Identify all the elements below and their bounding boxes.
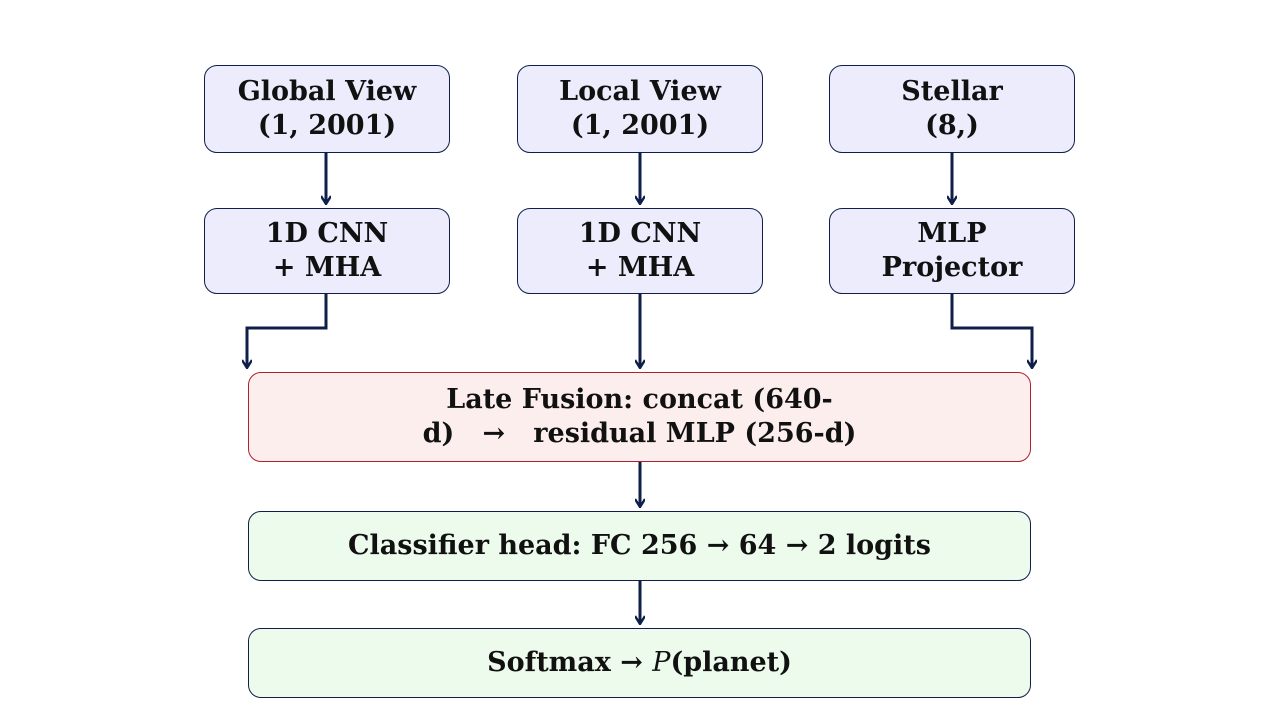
classifier-head-node: Classifier head: FC 256 → 64 → 2 logits: [248, 511, 1031, 581]
stellar-shape: (8,): [925, 110, 979, 141]
cnn-global-line2: + MHA: [272, 252, 382, 283]
stellar-node: Stellar (8,): [829, 65, 1075, 153]
cnn-global-line1: 1D CNN: [265, 218, 389, 249]
late-fusion-node: Late Fusion: concat (640- d) → residual …: [248, 372, 1031, 462]
mlp-projector-line2: Projector: [881, 252, 1023, 283]
mlp-projector-line1: MLP: [917, 218, 987, 249]
cnn-local-node: 1D CNN + MHA: [517, 208, 763, 294]
softmax-node: Softmax → P(planet): [248, 628, 1031, 698]
local-view-title: Local View: [559, 76, 721, 107]
stellar-title: Stellar: [901, 76, 1003, 107]
softmax-suffix: (planet): [670, 647, 792, 678]
global-view-title: Global View: [237, 76, 417, 107]
softmax-label: Softmax → P(planet): [487, 646, 792, 680]
cnn-global-node: 1D CNN + MHA: [204, 208, 450, 294]
cnn-local-line2: + MHA: [585, 252, 695, 283]
global-view-shape: (1, 2001): [257, 110, 397, 141]
mlp-projector-node: MLP Projector: [829, 208, 1075, 294]
edge-cnn-global-to-fusion: [247, 294, 328, 367]
late-fusion-line2: d) → residual MLP (256-d): [422, 418, 857, 449]
edge-mlp-to-fusion: [950, 294, 1032, 367]
global-view-node: Global View (1, 2001): [204, 65, 450, 153]
local-view-node: Local View (1, 2001): [517, 65, 763, 153]
late-fusion-line1: Late Fusion: concat (640-: [446, 384, 833, 415]
softmax-prefix: Softmax →: [487, 647, 653, 678]
local-view-shape: (1, 2001): [570, 110, 710, 141]
softmax-probability-symbol: P: [652, 647, 671, 678]
cnn-local-line1: 1D CNN: [578, 218, 702, 249]
classifier-head-label: Classifier head: FC 256 → 64 → 2 logits: [348, 530, 931, 561]
